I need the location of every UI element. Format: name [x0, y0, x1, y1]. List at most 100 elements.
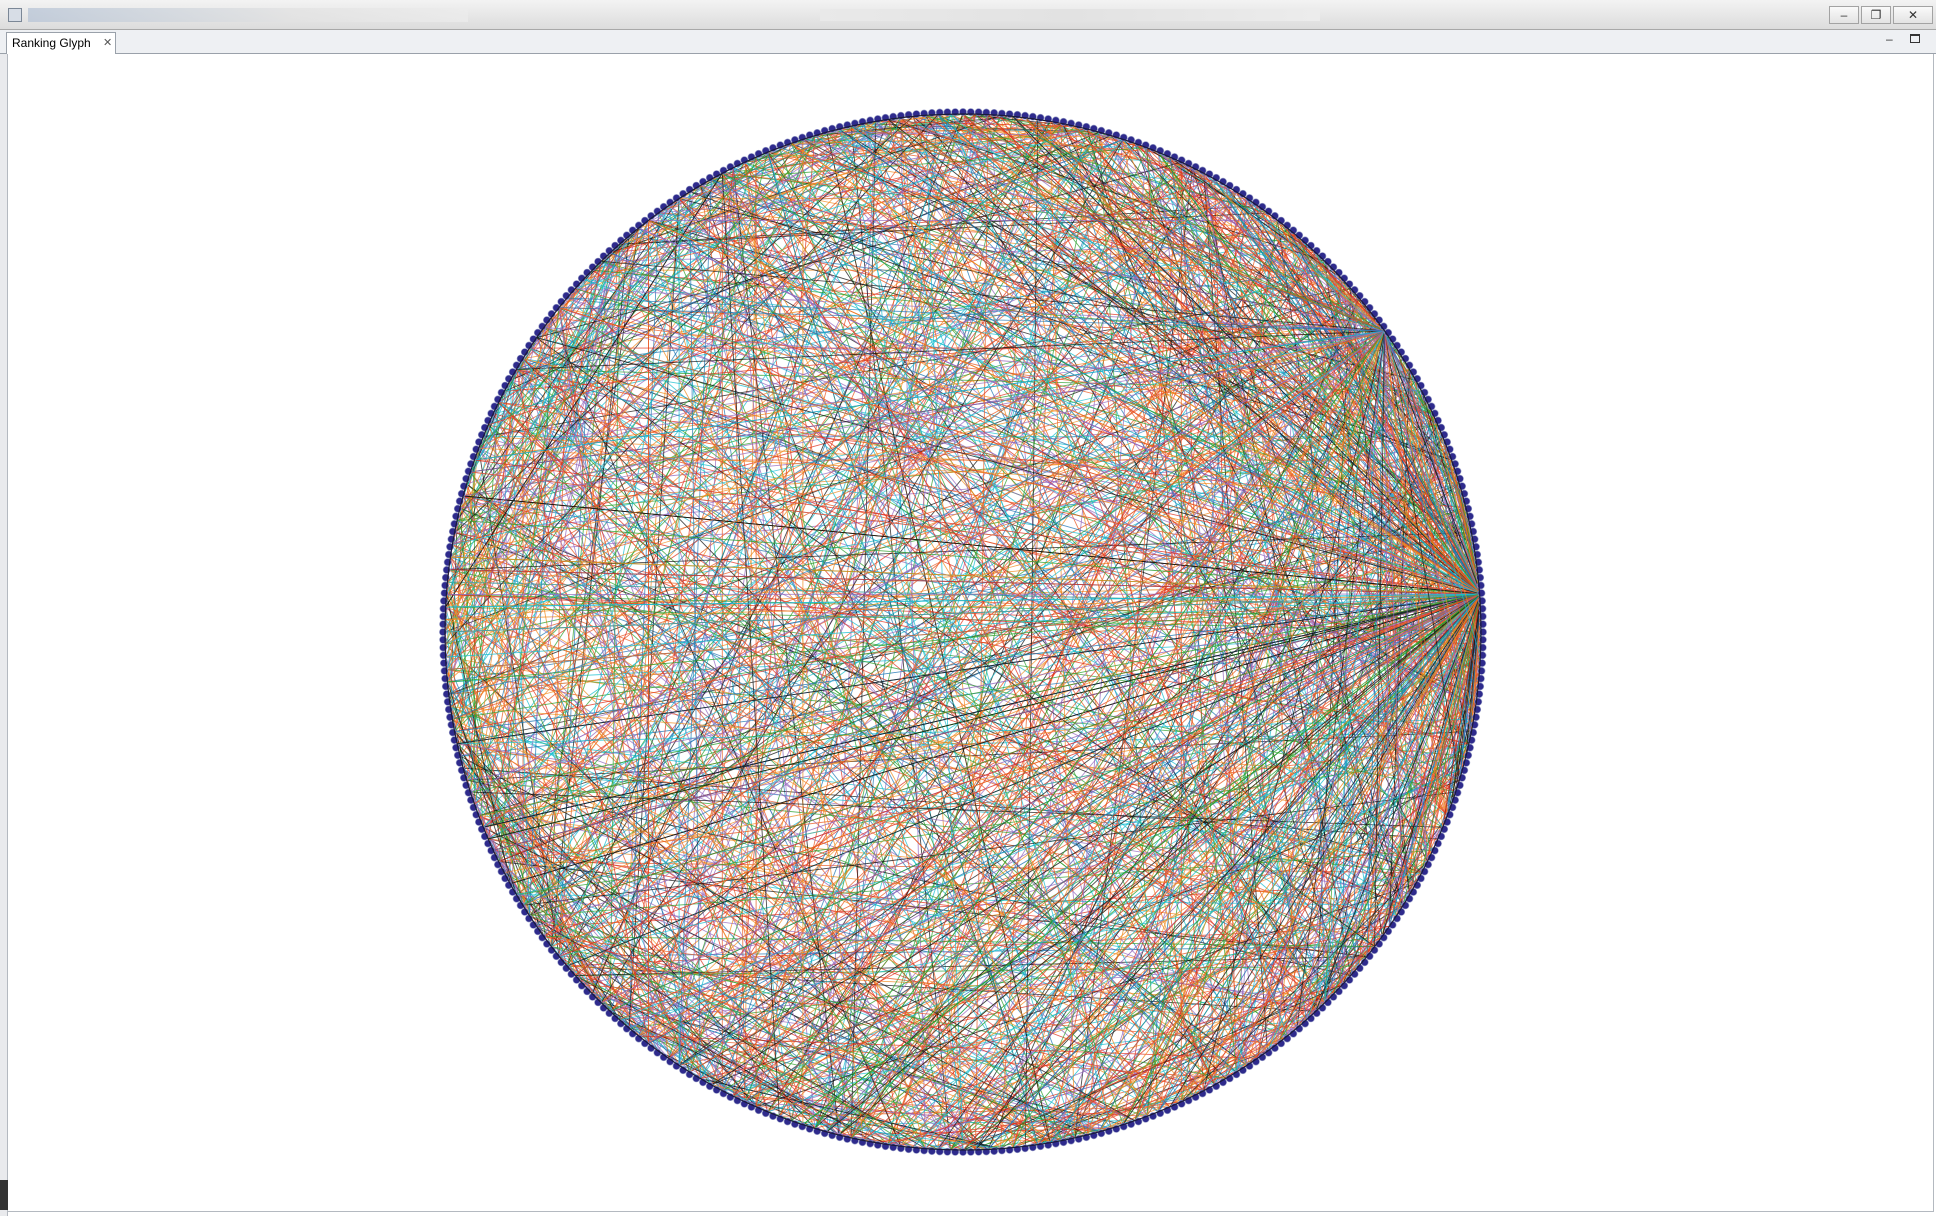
graph-edge: [448, 191, 1237, 695]
graph-edge: [516, 330, 1385, 370]
graph-edge: [721, 173, 1148, 1117]
graph-edge: [1192, 167, 1385, 332]
maximize-window-button[interactable]: ❐: [1861, 6, 1891, 24]
graph-edge: [1366, 330, 1386, 957]
graph-edge: [516, 369, 1112, 1129]
graph-edge: [509, 380, 531, 916]
graph-edge: [678, 198, 964, 1151]
graph-edge: [778, 235, 1298, 1117]
graph-edge: [470, 269, 593, 473]
graph-edge: [567, 965, 1325, 1004]
graph-edge: [1384, 330, 1477, 558]
graph-edge: [1000, 593, 1482, 1149]
graph-edge: [1086, 593, 1482, 1136]
graph-edge: [875, 120, 1075, 127]
graph-edge: [529, 593, 1482, 917]
graph-edge: [445, 593, 1482, 658]
graph-edge: [450, 706, 1460, 781]
graph-edge: [452, 544, 1237, 1073]
graph-edge: [875, 1101, 1182, 1144]
graph-edge: [779, 147, 1482, 595]
graph-edge: [912, 593, 1482, 1148]
graph-edge: [678, 556, 1476, 1066]
graph-edge: [583, 147, 1147, 280]
graph-edge: [446, 681, 517, 895]
graph-edge: [609, 369, 1410, 1012]
graph-edge: [482, 436, 1039, 1145]
graph-edge: [1037, 119, 1456, 793]
graph-edge: [744, 113, 964, 163]
graph-edge: [850, 125, 1482, 595]
graph-edge: [575, 288, 1482, 595]
graph-edge: [1037, 330, 1386, 1145]
graph-edge: [462, 495, 691, 1073]
graph-edge: [482, 826, 1088, 1136]
graph-edge: [1277, 593, 1482, 1044]
graph-edge: [516, 368, 1481, 645]
graph-edge: [592, 142, 1136, 271]
graph-edge: [678, 139, 804, 1066]
graph-edge: [566, 593, 1482, 967]
graph-edge: [510, 593, 1482, 885]
graph-edge: [566, 965, 939, 1150]
close-icon[interactable]: ✕: [103, 37, 113, 49]
graph-edge: [446, 330, 1385, 595]
graph-edge: [1122, 139, 1482, 595]
graph-edge: [1086, 1057, 1258, 1136]
graph-edge: [722, 172, 1482, 595]
graph-edge: [474, 330, 1385, 805]
ranking-glyph-canvas[interactable]: [8, 54, 1934, 1212]
graph-edge: [1074, 946, 1375, 1139]
graph-edge: [463, 330, 1385, 497]
graph-edge: [450, 471, 1456, 558]
graph-edge: [1012, 330, 1386, 1148]
window-title: [28, 8, 468, 22]
graph-edge: [1324, 330, 1386, 1003]
graph-edge: [1267, 593, 1482, 1052]
graph-edge: [975, 330, 1386, 1151]
graph-edge: [1455, 593, 1482, 793]
graph-edge: [498, 113, 951, 403]
graph-edge: [446, 448, 480, 683]
graph-edge: [1366, 593, 1482, 957]
graph-edge: [536, 593, 1482, 927]
graph-edge: [558, 307, 701, 1079]
graph-edge: [509, 380, 926, 1149]
graph-edge: [1381, 631, 1482, 937]
graph-edge: [516, 894, 1325, 1004]
tab-ranking-glyph[interactable]: Ranking Glyph ✕: [6, 32, 116, 54]
graph-edge: [1214, 544, 1475, 1085]
graph-edge: [1074, 125, 1278, 221]
graph-edge: [744, 161, 1216, 1085]
graph-edge: [668, 471, 1456, 1059]
graph-edge: [814, 330, 1385, 1129]
graph-edge: [516, 156, 757, 895]
graph-edge: [679, 904, 1404, 1066]
graph-edge: [838, 718, 1474, 1136]
graph-edge: [1050, 1035, 1288, 1144]
minimize-window-button[interactable]: –: [1829, 6, 1859, 24]
graph-edge: [444, 191, 1237, 645]
graph-edge: [900, 593, 1482, 1147]
graph-edge: [445, 593, 1482, 620]
graph-edge: [863, 593, 1482, 1141]
minimize-view-button[interactable]: –: [1886, 32, 1893, 46]
graph-edge: [592, 826, 1443, 995]
graph-edge: [445, 330, 1385, 608]
graph-edge: [575, 330, 1385, 976]
close-window-button[interactable]: ✕: [1893, 6, 1933, 24]
graph-edge: [1350, 425, 1439, 976]
graph-edge: [987, 593, 1482, 1150]
graph-edge: [498, 401, 1482, 595]
graph-edge: [950, 544, 1474, 1151]
graph-edge: [1384, 330, 1390, 927]
graph-edge: [1384, 330, 1404, 906]
graph-edge: [474, 330, 1385, 461]
maximize-view-button[interactable]: [1910, 34, 1920, 43]
graph-edge: [838, 593, 1482, 1136]
graph-edge: [1455, 471, 1482, 595]
graph-edge: [448, 569, 1248, 1066]
graph-edge: [448, 569, 1482, 595]
graph-edge: [543, 327, 1482, 595]
graph-edge: [814, 984, 1343, 1129]
